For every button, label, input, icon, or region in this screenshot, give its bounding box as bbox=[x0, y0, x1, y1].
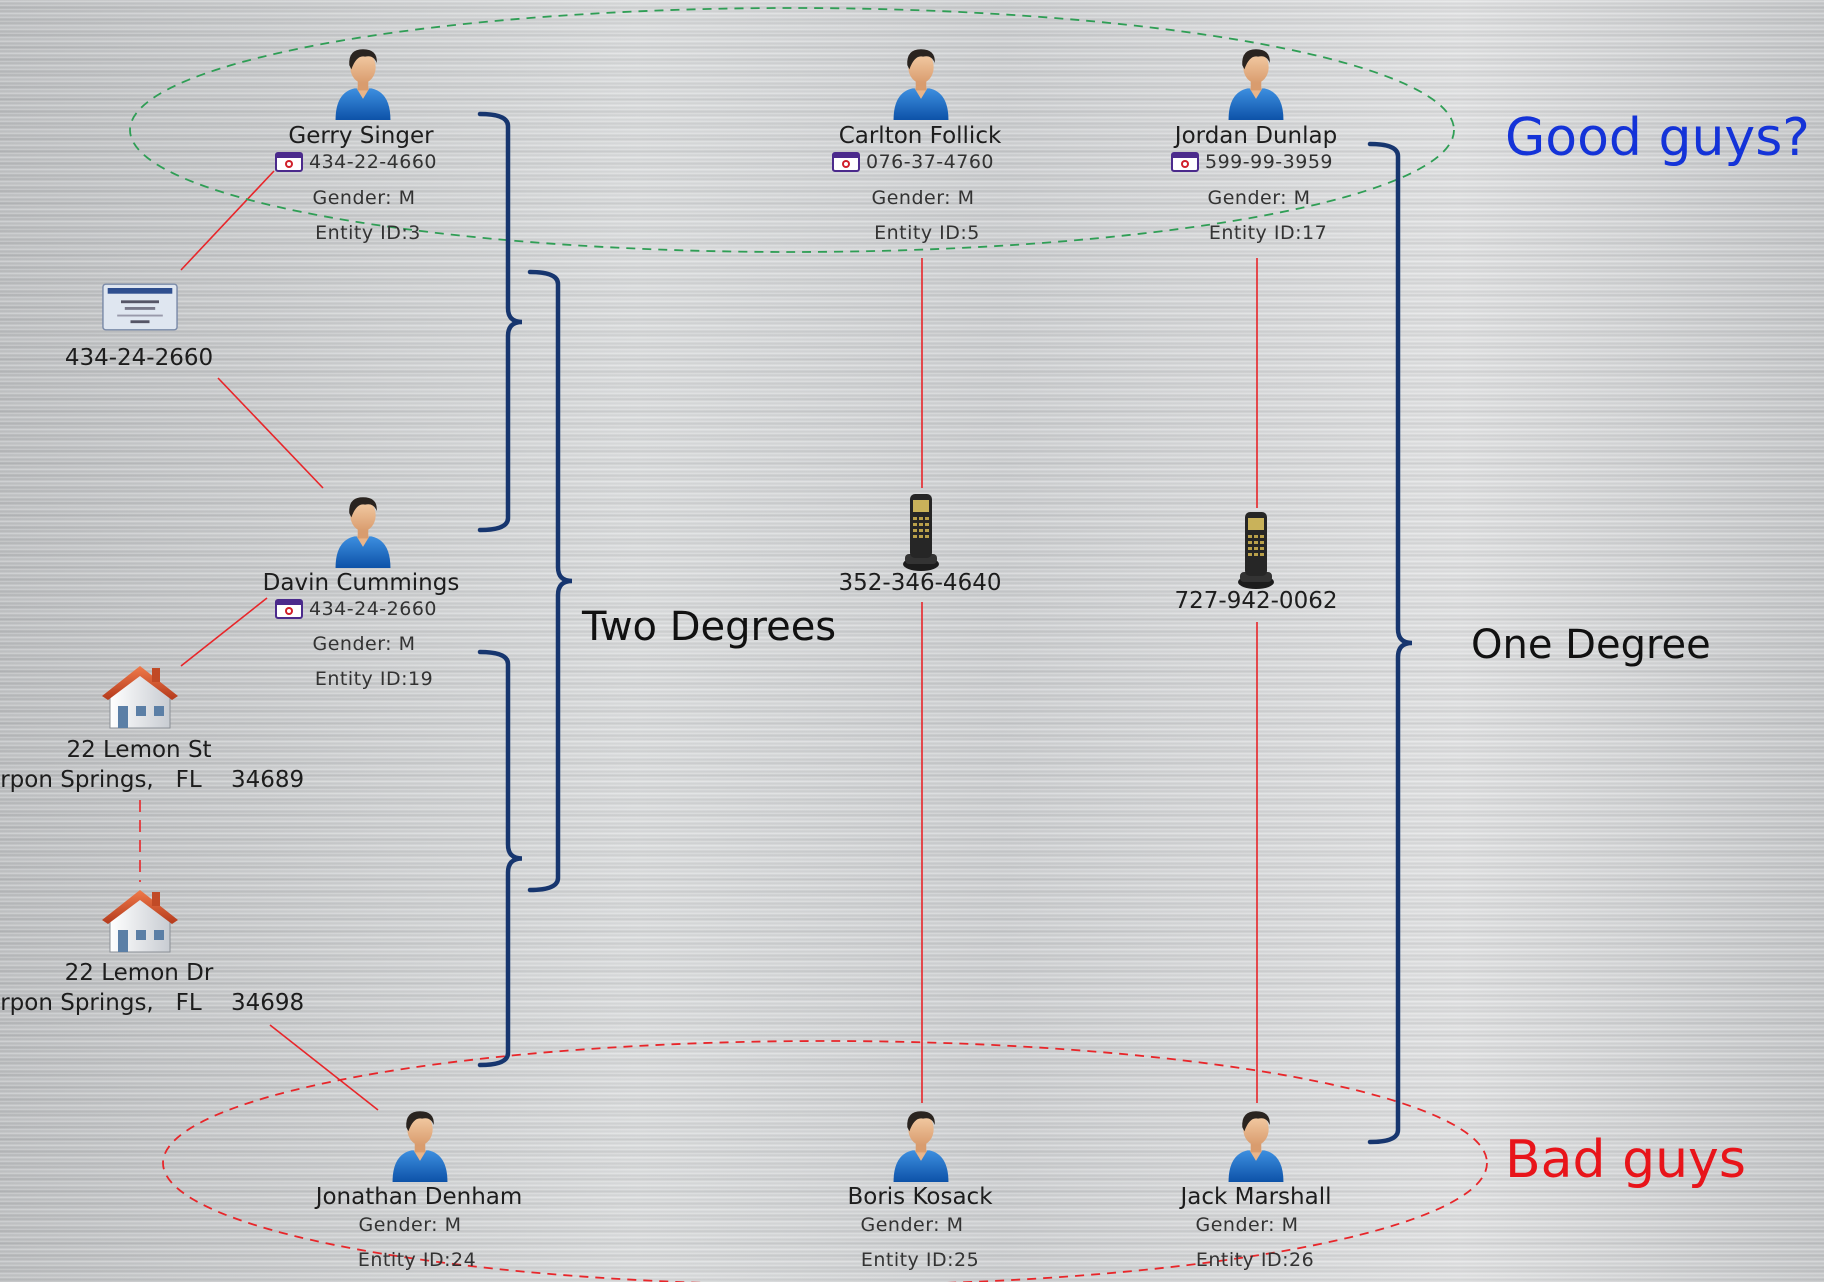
person-icon bbox=[893, 1111, 949, 1182]
id-card-icon bbox=[1171, 152, 1199, 172]
person-gender-davin: Gender: M bbox=[312, 633, 416, 655]
person-name-davin: Davin Cummings bbox=[262, 570, 460, 596]
person-gender-jonathan: Gender: M bbox=[358, 1214, 462, 1236]
person-icon bbox=[1228, 49, 1284, 120]
person-ssn-gerry: 434-22-4660 bbox=[275, 151, 437, 173]
person-icon bbox=[392, 1111, 448, 1182]
address-1-line1: 22 Lemon St bbox=[66, 737, 212, 763]
good-guys-ellipse bbox=[129, 7, 1455, 253]
person-ssn-carlton: 076-37-4760 bbox=[832, 151, 994, 173]
ssn-value: 599-99-3959 bbox=[1204, 151, 1334, 173]
person-ssn-davin: 434-24-2660 bbox=[275, 598, 437, 620]
link-lines bbox=[139, 170, 1258, 1111]
one-degree-label: One Degree bbox=[1471, 622, 1711, 668]
two-degrees-label: Two Degrees bbox=[582, 604, 837, 650]
person-entity-davin: Entity ID:19 bbox=[314, 668, 434, 690]
person-icon bbox=[893, 49, 949, 120]
person-ssn-jordan: 599-99-3959 bbox=[1171, 151, 1333, 173]
person-entity-gerry: Entity ID:3 bbox=[315, 222, 421, 244]
person-icon bbox=[335, 49, 391, 120]
brace-one-degree bbox=[1367, 141, 1413, 1145]
person-entity-carlton: Entity ID:5 bbox=[874, 222, 980, 244]
person-entity-boris: Entity ID:25 bbox=[860, 1249, 980, 1271]
link-davin-address1 bbox=[180, 597, 268, 667]
address-2-line1: 22 Lemon Dr bbox=[64, 960, 214, 986]
person-icon bbox=[335, 497, 391, 568]
person-name-carlton: Carlton Follick bbox=[838, 123, 1002, 149]
link-address2-jonathan bbox=[269, 1024, 379, 1111]
phone-number-2: 727-942-0062 bbox=[1174, 588, 1338, 614]
brace-gerry-davin bbox=[477, 111, 523, 533]
id-card-icon bbox=[832, 152, 860, 172]
person-gender-jack: Gender: M bbox=[1195, 1214, 1299, 1236]
address-2-line2: Tarpon Springs, FL 34698 bbox=[0, 990, 305, 1016]
ssn-card-number: 434-24-2660 bbox=[64, 345, 214, 371]
house-icon bbox=[101, 665, 179, 729]
person-gender-carlton: Gender: M bbox=[871, 187, 975, 209]
ssn-value: 076-37-4760 bbox=[865, 151, 995, 173]
phone-number-1: 352-346-4640 bbox=[838, 570, 1002, 596]
id-card-icon bbox=[275, 152, 303, 172]
person-name-jordan: Jordan Dunlap bbox=[1174, 123, 1338, 149]
person-icon bbox=[1228, 1111, 1284, 1182]
person-gender-gerry: Gender: M bbox=[312, 187, 416, 209]
cordless-phone-icon bbox=[903, 494, 939, 571]
person-name-jack: Jack Marshall bbox=[1180, 1184, 1332, 1210]
person-entity-jack: Entity ID:26 bbox=[1195, 1249, 1315, 1271]
ssn-value: 434-22-4660 bbox=[308, 151, 438, 173]
social-security-card-icon bbox=[102, 283, 178, 331]
person-name-jonathan: Jonathan Denham bbox=[315, 1184, 523, 1210]
person-entity-jonathan: Entity ID:24 bbox=[357, 1249, 477, 1271]
link-ssncard-davin bbox=[217, 377, 324, 489]
brace-two-degrees bbox=[527, 269, 573, 893]
person-entity-jordan: Entity ID:17 bbox=[1208, 222, 1328, 244]
brace-davin-jonathan bbox=[477, 649, 523, 1068]
address-1-line2: Tarpon Springs, FL 34689 bbox=[0, 767, 305, 793]
id-card-icon bbox=[275, 599, 303, 619]
ssn-value: 434-24-2660 bbox=[308, 598, 438, 620]
bad-guys-label: Bad guys bbox=[1505, 1130, 1746, 1190]
person-name-boris: Boris Kosack bbox=[847, 1184, 993, 1210]
good-guys-label: Good guys? bbox=[1505, 108, 1810, 168]
house-icon bbox=[101, 889, 179, 953]
bad-guys-ellipse bbox=[162, 1040, 1488, 1282]
cordless-phone-icon bbox=[1238, 512, 1274, 589]
person-gender-boris: Gender: M bbox=[860, 1214, 964, 1236]
person-gender-jordan: Gender: M bbox=[1207, 187, 1311, 209]
person-name-gerry: Gerry Singer bbox=[288, 123, 434, 149]
link-gerry-ssncard bbox=[180, 170, 275, 271]
